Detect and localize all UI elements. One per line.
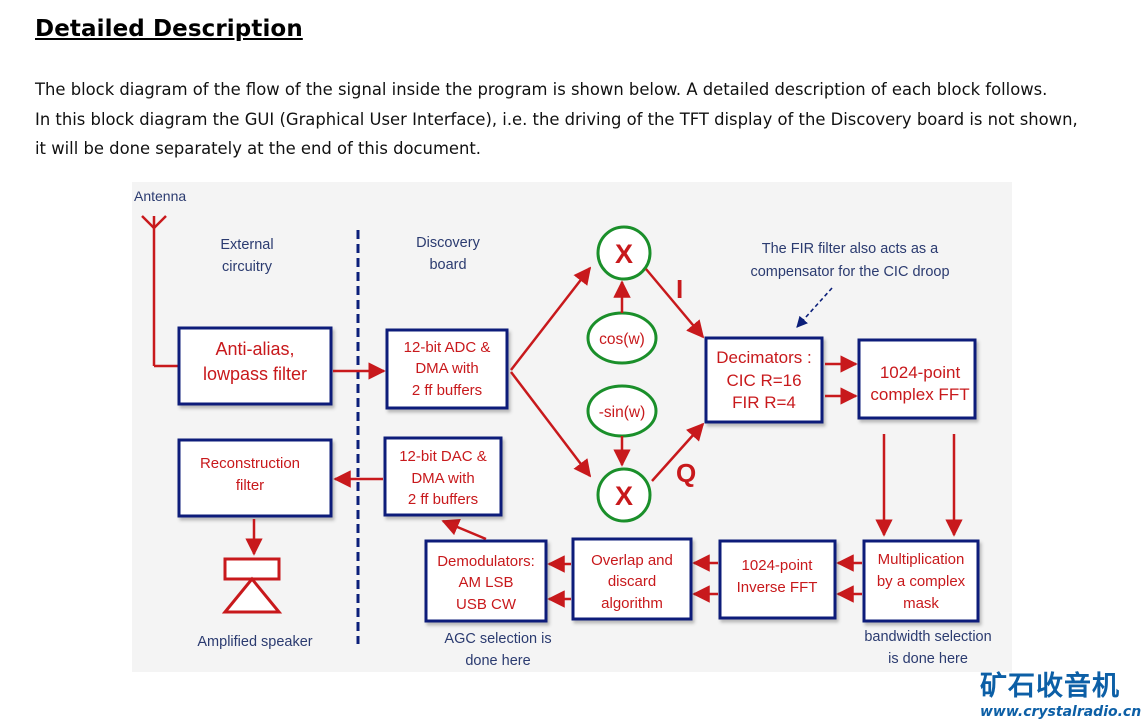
signal-flow-block-diagram: Antenna External circuitry Discovery boa… bbox=[132, 182, 1012, 672]
fft-block bbox=[857, 338, 977, 420]
demod-label-1: Demodulators: bbox=[437, 553, 535, 570]
section-heading: Detailed Description bbox=[35, 16, 303, 42]
decimators-block bbox=[704, 336, 824, 424]
demod-label-2: AM LSB bbox=[458, 574, 513, 591]
bandwidth-note-line-2: is done here bbox=[888, 651, 968, 667]
agc-note-line-1: AGC selection is bbox=[444, 631, 551, 647]
mask-label-2: by a complex bbox=[877, 573, 966, 590]
ifft-block bbox=[718, 539, 837, 620]
i-channel-label: I bbox=[676, 274, 683, 304]
mixer-q-symbol: X bbox=[615, 481, 633, 511]
anti-alias-filter-block bbox=[177, 326, 333, 406]
ifft-label-2: Inverse FFT bbox=[737, 579, 818, 596]
watermark-url: www.crystalradio.cn bbox=[980, 704, 1142, 720]
discovery-board-label-1: Discovery bbox=[416, 235, 480, 251]
adc-label-2: DMA with bbox=[415, 360, 478, 377]
dac-label-1: 12-bit DAC & bbox=[399, 448, 487, 465]
mixer-q-circle bbox=[596, 467, 652, 523]
fft-label-2: complex FFT bbox=[870, 385, 969, 404]
mask-multiplication-block bbox=[862, 539, 980, 623]
decimators-label-3: FIR R=4 bbox=[732, 393, 796, 412]
sin-label: -sin(w) bbox=[599, 404, 646, 421]
watermark-logo-text: 矿石收音机 bbox=[980, 671, 1120, 702]
speaker-label: Amplified speaker bbox=[197, 634, 312, 650]
overlap-label-2: discard bbox=[608, 573, 656, 590]
external-circuitry-label-1: External bbox=[220, 237, 273, 253]
adc-label-3: 2 ff buffers bbox=[412, 382, 482, 399]
speaker-icon bbox=[221, 557, 283, 614]
anti-alias-label-2: lowpass filter bbox=[203, 364, 307, 384]
adc-block bbox=[385, 328, 509, 410]
adc-to-mixer-q-arrow bbox=[510, 371, 592, 478]
paragraph-line-2: In this block diagram the GUI (Graphical… bbox=[35, 109, 1078, 129]
reconstruction-label-1: Reconstruction bbox=[200, 455, 300, 472]
q-channel-label: Q bbox=[676, 458, 696, 488]
cos-label: cos(w) bbox=[599, 331, 645, 348]
decimators-label-1: Decimators : bbox=[716, 348, 811, 367]
overlap-label-3: algorithm bbox=[601, 595, 663, 612]
ifft-label-1: 1024-point bbox=[742, 557, 814, 574]
fir-note-pointer bbox=[796, 287, 833, 328]
dac-block bbox=[383, 436, 503, 517]
anti-alias-label-1: Anti-alias, bbox=[215, 339, 294, 359]
demod-label-3: USB CW bbox=[456, 596, 517, 613]
fft-label-1: 1024-point bbox=[880, 363, 961, 382]
reconstruction-label-2: filter bbox=[236, 477, 264, 494]
antenna-icon bbox=[141, 215, 179, 368]
mixer-i-to-decimator-arrow bbox=[645, 268, 705, 339]
intro-paragraph: The block diagram of the flow of the sig… bbox=[35, 75, 1115, 164]
bandwidth-note-line-1: bandwidth selection bbox=[864, 629, 991, 645]
mask-label-1: Multiplication bbox=[878, 551, 965, 568]
adc-label-1: 12-bit ADC & bbox=[404, 339, 491, 356]
adc-to-mixer-i-arrow bbox=[510, 266, 592, 371]
overlap-discard-block bbox=[571, 537, 693, 621]
mask-label-3: mask bbox=[903, 595, 939, 612]
mixer-q-to-decimator-arrow bbox=[651, 422, 705, 482]
demodulators-block bbox=[424, 539, 548, 623]
fir-note-line-2: compensator for the CIC droop bbox=[750, 264, 949, 280]
mixer-i-circle bbox=[596, 225, 652, 281]
fir-note-line-1: The FIR filter also acts as a bbox=[762, 241, 939, 257]
reconstruction-filter-block bbox=[177, 438, 333, 518]
demod-to-dac-arrow bbox=[441, 519, 487, 541]
agc-note-line-2: done here bbox=[465, 653, 530, 669]
paragraph-line-1: The block diagram of the flow of the sig… bbox=[35, 80, 1048, 99]
dac-label-3: 2 ff buffers bbox=[408, 491, 478, 508]
overlap-label-1: Overlap and bbox=[591, 552, 673, 569]
paragraph-line-3: it will be done separately at the end of… bbox=[35, 139, 482, 158]
decimators-label-2: CIC R=16 bbox=[726, 371, 801, 390]
antenna-label: Antenna bbox=[134, 188, 186, 204]
external-circuitry-label-2: circuitry bbox=[222, 259, 273, 275]
discovery-board-label-2: board bbox=[429, 257, 466, 273]
mixer-i-symbol: X bbox=[615, 239, 633, 269]
dac-label-2: DMA with bbox=[411, 470, 474, 487]
